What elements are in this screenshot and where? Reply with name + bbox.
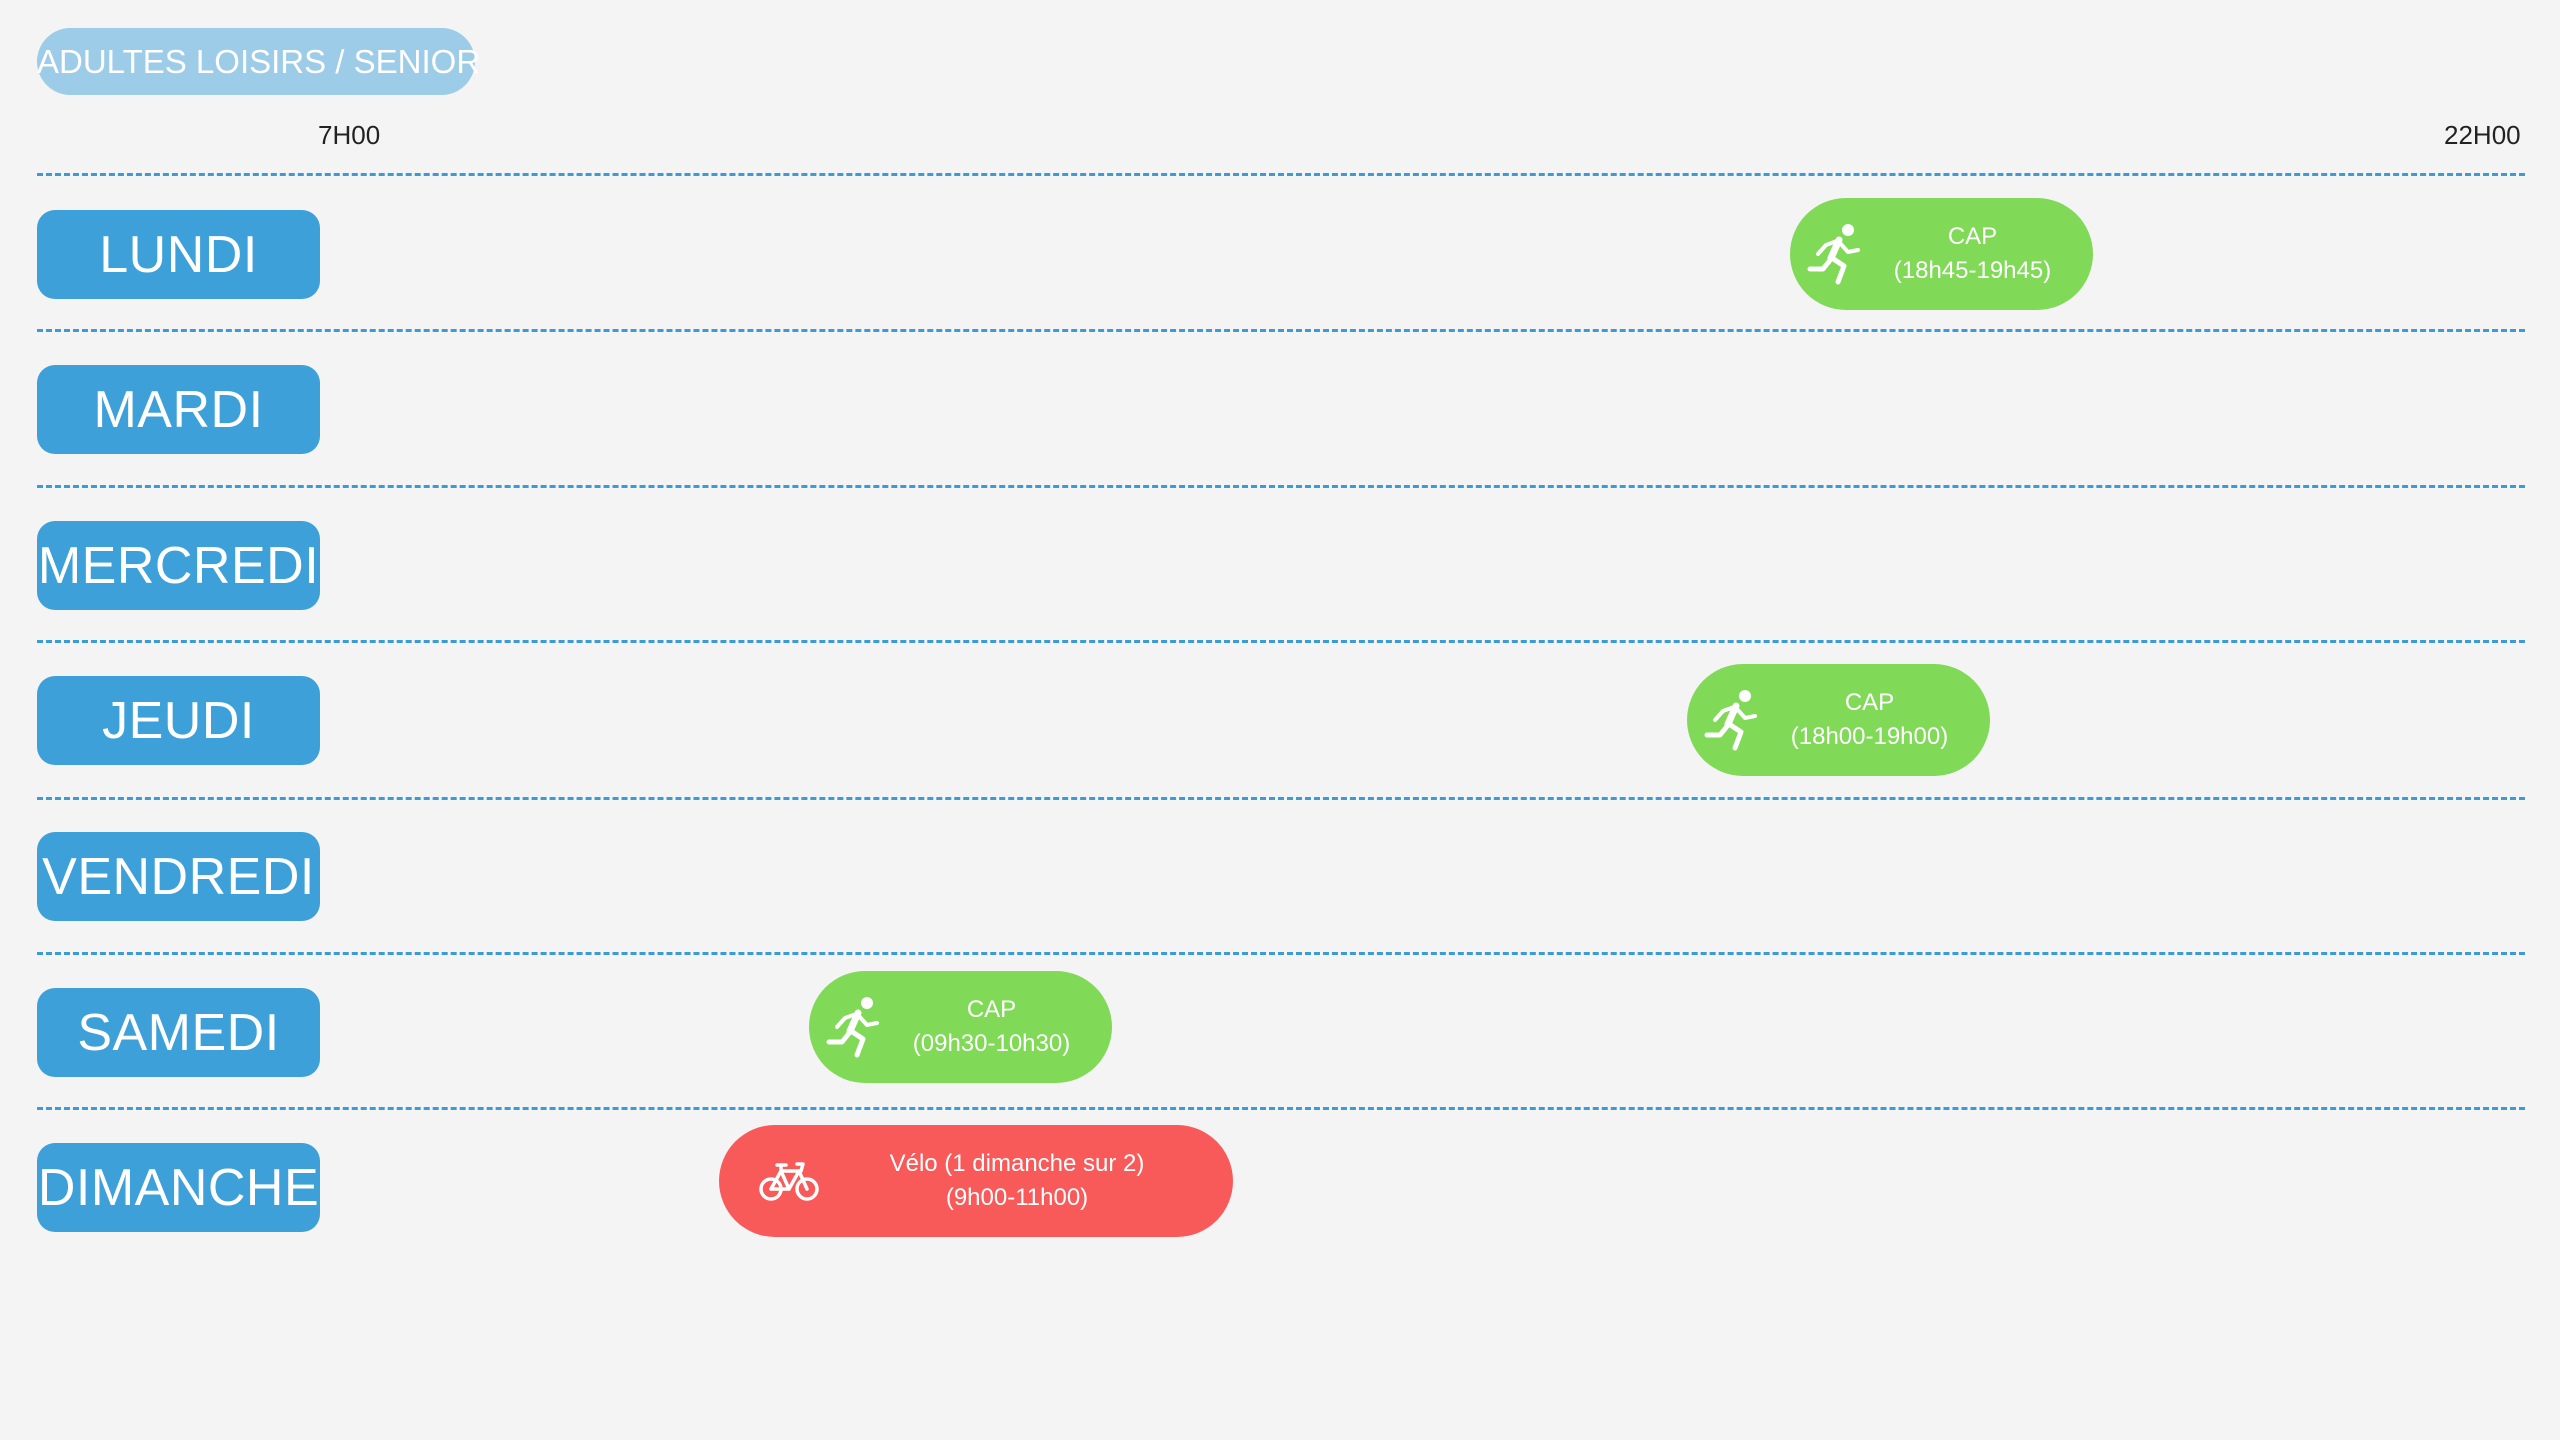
running-person-icon bbox=[826, 997, 879, 1058]
activity-time: (9h00-11h00) bbox=[945, 1184, 1089, 1211]
activity-time: (18h00-19h00) bbox=[1790, 723, 1949, 750]
day-label-dimanche: DIMANCHE bbox=[37, 1143, 320, 1232]
activity-title: Vélo (1 dimanche sur 2) bbox=[889, 1150, 1145, 1177]
day-label-vendredi: VENDREDI bbox=[37, 832, 320, 921]
activity-samedi-cap: CAP (09h30-10h30) bbox=[809, 971, 1112, 1083]
activity-jeudi-cap: CAP (18h00-19h00) bbox=[1687, 664, 1990, 776]
day-label-samedi: SAMEDI bbox=[37, 988, 320, 1077]
activity-dimanche-velo: Vélo (1 dimanche sur 2) (9h00-11h00) bbox=[719, 1125, 1233, 1237]
activity-title: CAP bbox=[1947, 223, 1998, 250]
day-label-lundi: LUNDI bbox=[37, 210, 320, 299]
timeline-start-label: 7H00 bbox=[318, 120, 381, 150]
row-separator bbox=[37, 173, 2525, 176]
row-separator bbox=[37, 952, 2525, 955]
timeline-end-label: 22H00 bbox=[2444, 120, 2521, 150]
row-separator bbox=[37, 797, 2525, 800]
activity-title: CAP bbox=[966, 996, 1017, 1023]
row-separator bbox=[37, 485, 2525, 488]
day-label-mardi: MARDI bbox=[37, 365, 320, 454]
row-separator bbox=[37, 1107, 2525, 1110]
running-person-icon bbox=[1704, 690, 1757, 751]
activity-lundi-cap: CAP (18h45-19h45) bbox=[1790, 198, 2093, 310]
day-label-jeudi: JEUDI bbox=[37, 676, 320, 765]
activity-time: (09h30-10h30) bbox=[912, 1030, 1071, 1057]
day-label-mercredi: MERCREDI bbox=[37, 521, 320, 610]
bicycle-icon bbox=[759, 1162, 819, 1201]
running-person-icon bbox=[1807, 224, 1860, 285]
activity-title: CAP bbox=[1844, 689, 1895, 716]
row-separator bbox=[37, 640, 2525, 643]
activity-time: (18h45-19h45) bbox=[1893, 257, 2052, 284]
row-separator bbox=[37, 329, 2525, 332]
category-title: ADULTES LOISIRS / SENIOR bbox=[37, 28, 480, 95]
